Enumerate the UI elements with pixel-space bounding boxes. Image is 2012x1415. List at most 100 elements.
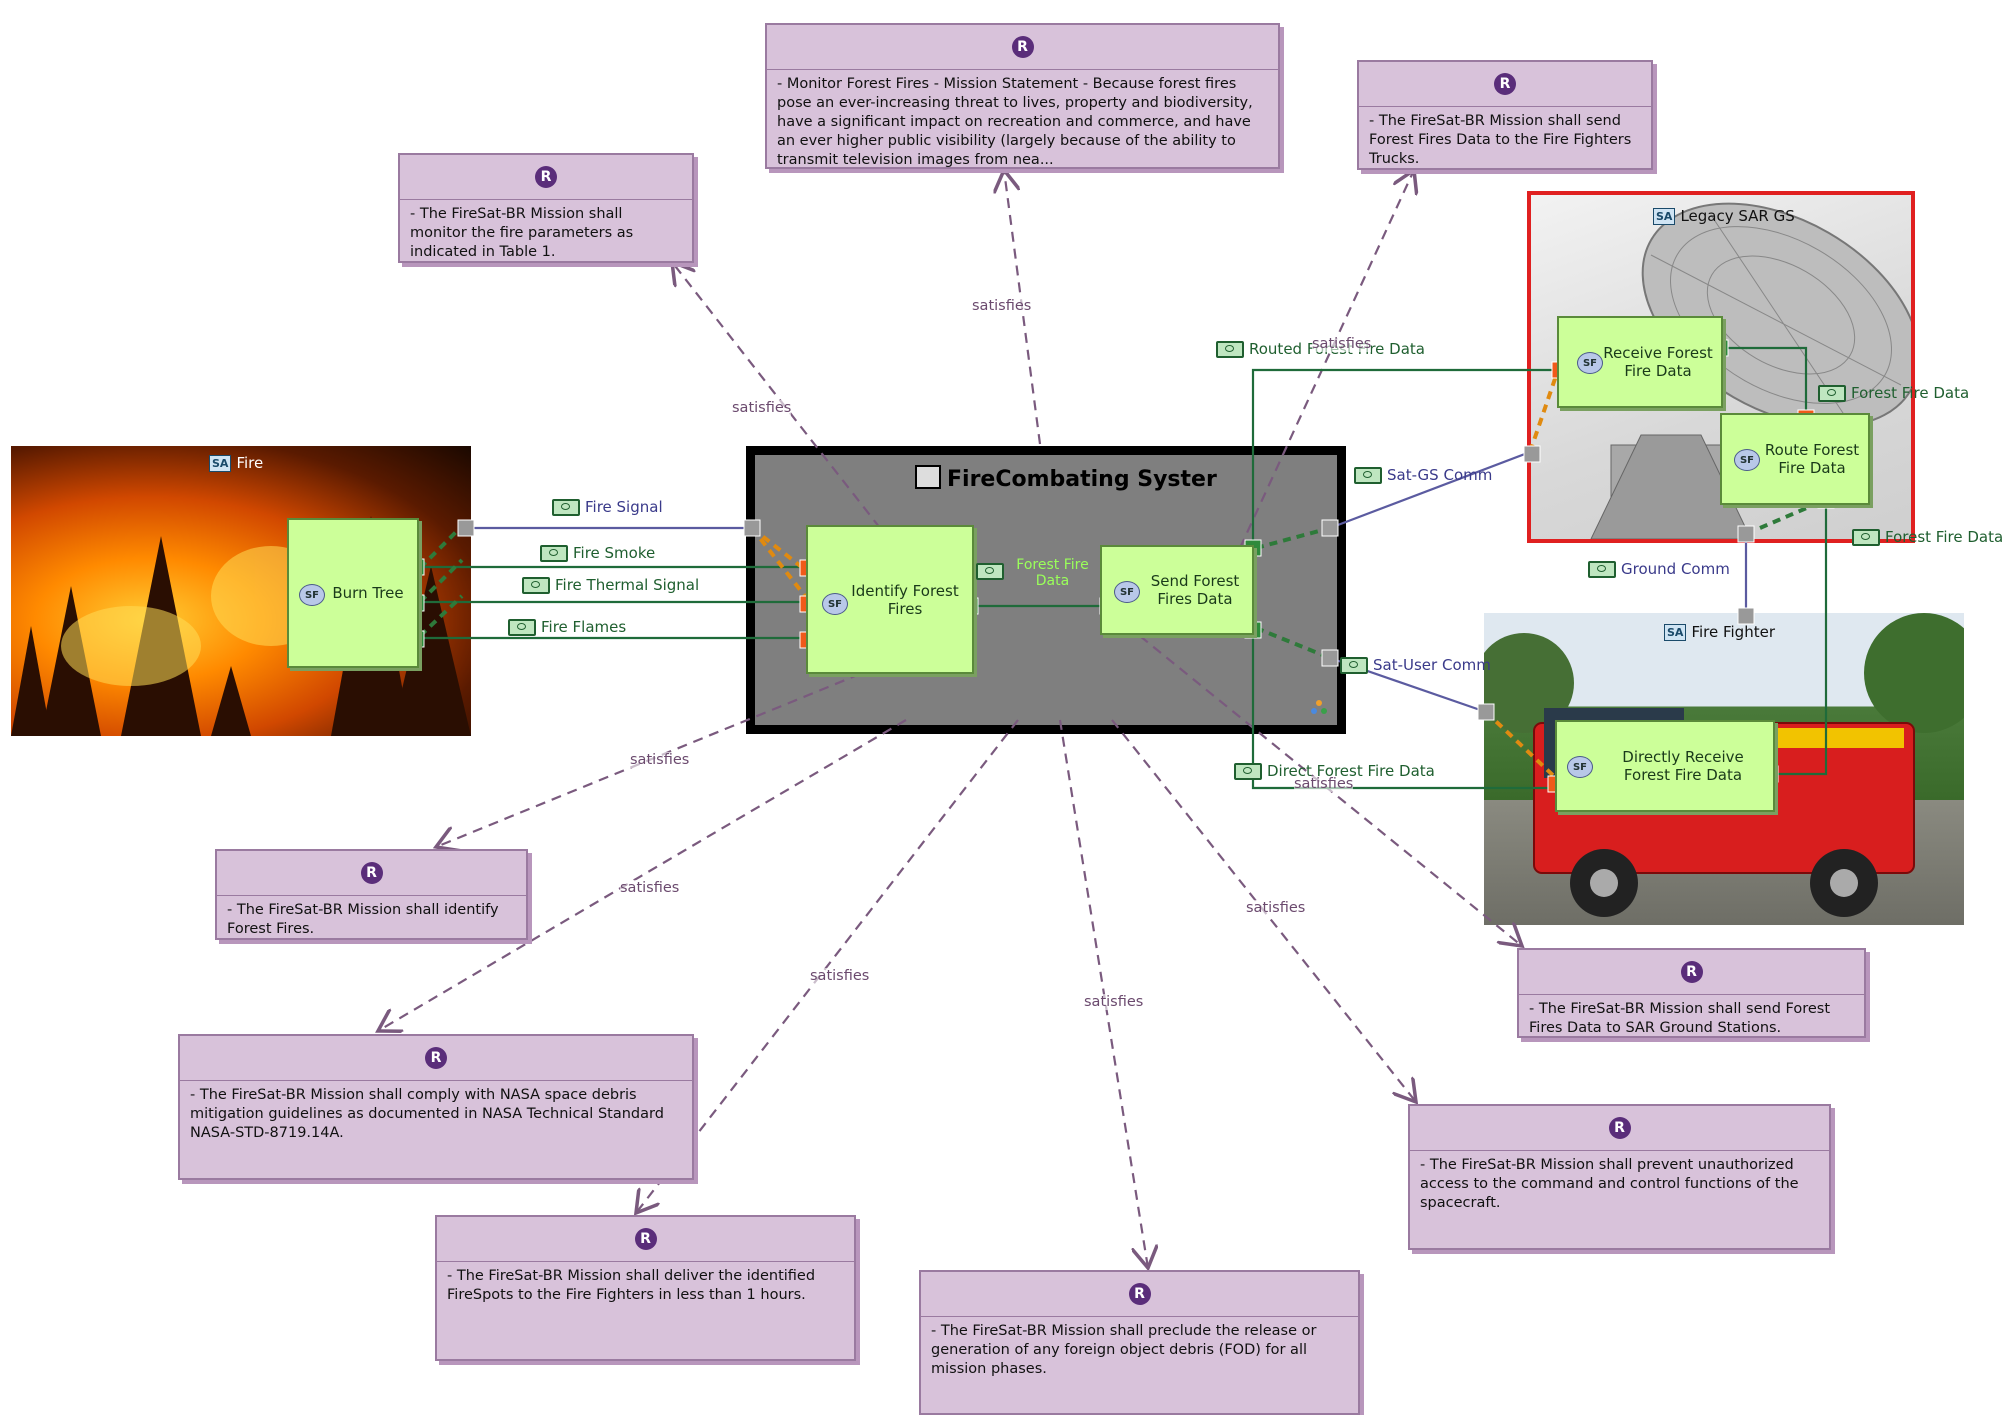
satisfies-label-fire-params: satisfies <box>732 400 792 416</box>
requirement-header: R <box>217 851 526 896</box>
receive-forest-fire-data-function[interactable]: SF Receive Forest Fire Data <box>1557 316 1723 408</box>
system-function-icon: SF <box>1114 581 1140 603</box>
requirement-header: R <box>921 1272 1358 1317</box>
requirement-header: R <box>437 1217 854 1262</box>
system-title: FireCombating Syster <box>915 465 1217 492</box>
requirement-text: - The FireSat-BR Mission shall monitor t… <box>410 206 634 260</box>
fire-thermal-signal-text: Fire Thermal Signal <box>555 576 700 594</box>
requirement-icon: R <box>1608 1117 1631 1139</box>
satisfies-label-fod: satisfies <box>1084 994 1144 1010</box>
requirement-text: - The FireSat-BR Mission shall send Fore… <box>1529 1001 1831 1036</box>
send-forest-fires-data-label: Send Forest Fires Data <box>1150 572 1240 608</box>
satisfies-label-send-trucks: satisfies <box>1312 336 1372 352</box>
satisfies-label-nasa-debris: satisfies <box>620 880 680 896</box>
system-function-icon: SF <box>1734 449 1760 471</box>
internal-forest-fire-data-label: Forest Fire Data <box>976 557 1096 589</box>
interface-icon <box>540 545 568 562</box>
system-function-icon: SF <box>1577 352 1603 374</box>
requirement-text: - The FireSat-BR Mission shall comply wi… <box>190 1087 664 1141</box>
forest-fire-data-text-1: Forest Fire Data <box>1851 384 1970 402</box>
route-forest-fire-data-label: Route Forest Fire Data <box>1764 441 1860 477</box>
requirement-deliver-firespots[interactable]: R - The FireSat-BR Mission shall deliver… <box>435 1215 856 1361</box>
forest-fire-data-label-2: Forest Fire Data <box>1852 528 2003 546</box>
burn-tree-label: Burn Tree <box>332 584 404 602</box>
system-function-icon: SF <box>1567 756 1593 778</box>
sat-user-comm-label: Sat-User Comm <box>1340 656 1491 674</box>
satisfies-label-unauthorized: satisfies <box>1246 900 1306 916</box>
requirement-header: R <box>767 25 1278 70</box>
requirement-fod[interactable]: R - The FireSat-BR Mission shall preclud… <box>919 1270 1360 1415</box>
requirement-header: R <box>1410 1106 1829 1151</box>
fire-thermal-signal-label: Fire Thermal Signal <box>522 576 699 594</box>
interface-icon <box>1234 763 1262 780</box>
requirement-fire-parameters[interactable]: R - The FireSat-BR Mission shall monitor… <box>398 153 694 263</box>
system-actor-icon: SA <box>209 455 232 472</box>
system-function-icon: SF <box>299 584 325 606</box>
requirement-header: R <box>1519 950 1864 995</box>
interface-icon <box>1588 561 1616 578</box>
requirement-text: - The FireSat-BR Mission shall send Fore… <box>1369 113 1632 167</box>
identify-forest-fires-function[interactable]: SF Identify Forest Fires <box>806 525 974 674</box>
requirement-text: - The FireSat-BR Mission shall prevent u… <box>1420 1157 1799 1211</box>
requirement-header: R <box>180 1036 692 1081</box>
sat-gs-comm-flow[interactable] <box>1329 450 1531 530</box>
system-actor-icon: SA <box>1653 208 1676 225</box>
requirement-header: R <box>1359 62 1651 107</box>
send-forest-fires-data-function[interactable]: SF Send Forest Fires Data <box>1100 545 1254 635</box>
requirement-send-to-trucks[interactable]: R - The FireSat-BR Mission shall send Fo… <box>1357 60 1653 170</box>
block-icon <box>915 465 941 489</box>
sat-gs-comm-label: Sat-GS Comm <box>1354 466 1492 484</box>
interface-icon <box>1818 385 1846 402</box>
requirement-icon: R <box>1128 1283 1151 1305</box>
requirement-identify-forest-fires[interactable]: R - The FireSat-BR Mission shall identif… <box>215 849 528 940</box>
identify-forest-fires-label: Identify Forest Fires <box>851 581 959 618</box>
requirement-icon: R <box>1011 36 1034 58</box>
system-title-text: FireCombating Syster <box>947 467 1217 492</box>
forest-fire-data-text-2: Forest Fire Data <box>1885 528 2004 546</box>
interface-icon <box>1852 529 1880 546</box>
requirement-text: - The FireSat-BR Mission shall identify … <box>227 902 499 937</box>
fire-flames-text: Fire Flames <box>541 618 627 636</box>
requirement-nasa-debris[interactable]: R - The FireSat-BR Mission shall comply … <box>178 1034 694 1180</box>
system-actor-icon: SA <box>1664 624 1687 641</box>
requirement-send-to-sar-gs[interactable]: R - The FireSat-BR Mission shall send Fo… <box>1517 948 1866 1038</box>
requirement-text: - The FireSat-BR Mission shall deliver t… <box>447 1268 816 1303</box>
fire-flames-label: Fire Flames <box>508 618 626 636</box>
fire-title-text: Fire <box>236 454 264 472</box>
sat-gs-comm-text: Sat-GS Comm <box>1387 466 1493 484</box>
fire-signal-text: Fire Signal <box>585 498 663 516</box>
directly-receive-forest-fire-data-label: Directly Receive Forest Fire Data <box>1622 748 1744 784</box>
interface-icon <box>508 619 536 636</box>
interface-icon <box>976 563 1004 580</box>
interface-icon <box>552 499 580 516</box>
interface-icon <box>522 577 550 594</box>
satisfies-label-deliver: satisfies <box>810 968 870 984</box>
interface-icon <box>1340 657 1368 674</box>
sat-user-comm-text: Sat-User Comm <box>1373 656 1491 674</box>
requirement-text: - Monitor Forest Fires - Mission Stateme… <box>777 76 1253 168</box>
requirement-mission-statement[interactable]: R - Monitor Forest Fires - Mission State… <box>765 23 1280 169</box>
satisfies-label-identify: satisfies <box>630 752 690 768</box>
burn-tree-function[interactable]: SF Burn Tree <box>287 518 419 668</box>
ground-comm-label: Ground Comm <box>1588 560 1730 578</box>
forest-fire-data-label-1: Forest Fire Data <box>1818 384 1969 402</box>
system-function-icon: SF <box>822 593 848 615</box>
requirement-icon: R <box>535 166 557 188</box>
internal-forest-fire-data-text: Forest Fire Data <box>1016 557 1089 589</box>
fire-smoke-text: Fire Smoke <box>573 544 656 562</box>
directly-receive-forest-fire-data-function[interactable]: SF Directly Receive Forest Fire Data <box>1555 720 1775 812</box>
route-forest-fire-data-function[interactable]: SF Route Forest Fire Data <box>1720 413 1870 505</box>
interface-icon <box>1216 341 1244 358</box>
fire-smoke-label: Fire Smoke <box>540 544 655 562</box>
satisfies-label-mission-statement: satisfies <box>972 298 1032 314</box>
requirement-icon: R <box>634 1228 657 1250</box>
ground-comm-text: Ground Comm <box>1621 560 1730 578</box>
requirement-unauthorized-access[interactable]: R - The FireSat-BR Mission shall prevent… <box>1408 1104 1831 1250</box>
interface-icon <box>1354 467 1382 484</box>
requirement-icon: R <box>425 1047 447 1069</box>
requirement-icon: R <box>1494 73 1516 95</box>
requirement-header: R <box>400 155 692 200</box>
